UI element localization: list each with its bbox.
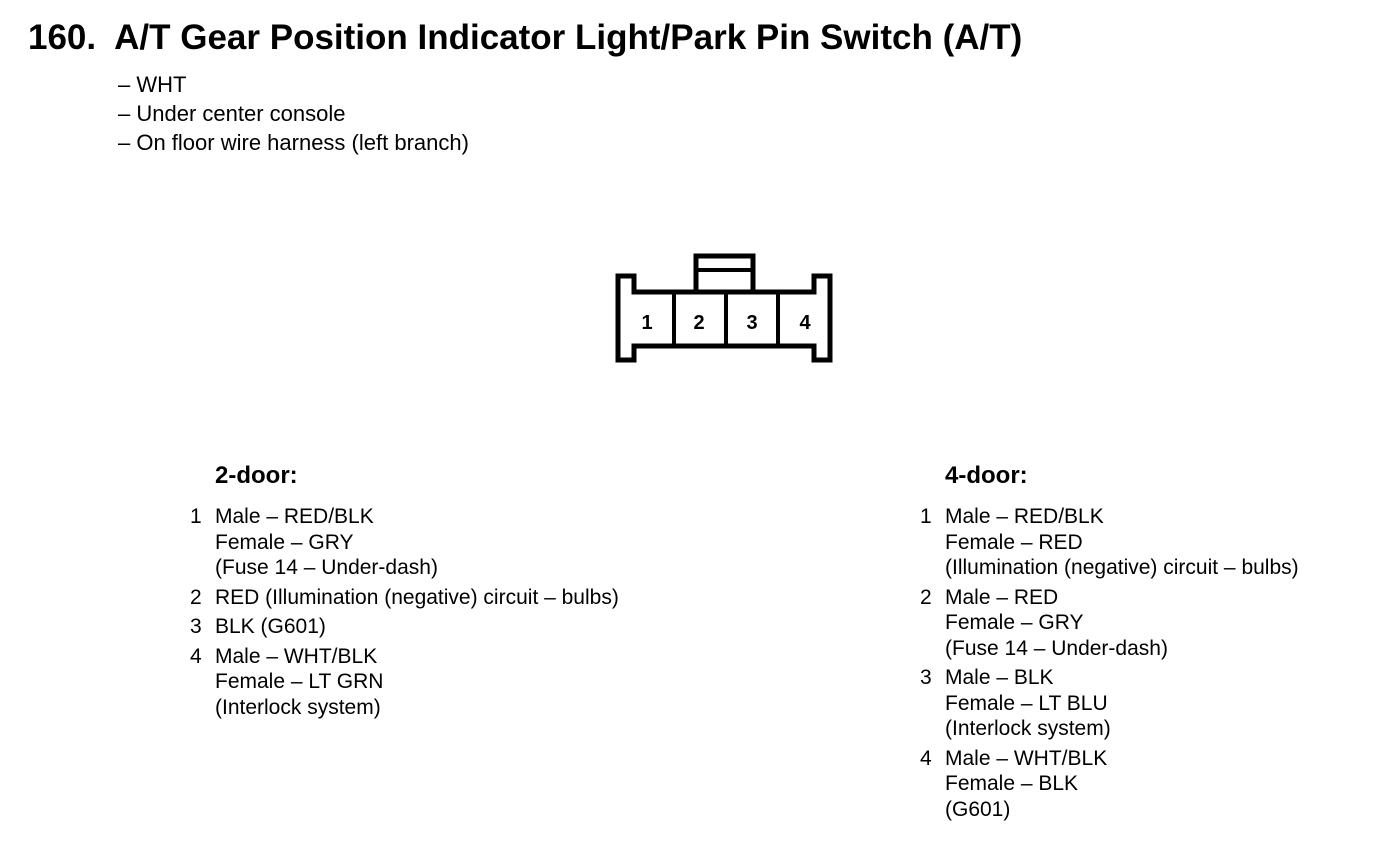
- pin-line: Male – RED: [945, 585, 1059, 609]
- pin-entry: 4 Male – WHT/BLK Female – LT GRN (Interl…: [190, 644, 619, 721]
- pin-number: 4: [920, 746, 932, 770]
- pin-number: 3: [920, 666, 932, 689]
- pin-line: (Fuse 14 – Under-dash): [215, 556, 438, 579]
- connector-diagram: 1 2 3 4: [615, 253, 833, 363]
- two-door-section: 2-door: 1 Male – RED/BLK Female – GRY (F…: [190, 460, 619, 724]
- pin-line: Male – RED/BLK: [945, 505, 1104, 528]
- pin-line: (Interlock system): [215, 695, 381, 719]
- pin-entry: 2 Male – RED Female – GRY (Fuse 14 – Und…: [920, 585, 1299, 662]
- two-door-title: 2-door:: [215, 462, 298, 489]
- connector-details: – WHT – Under center console – On floor …: [118, 70, 469, 157]
- pin-line: RED (Illumination (negative) circuit – b…: [215, 585, 619, 609]
- pin-number: 1: [190, 505, 202, 528]
- pin-number: 1: [920, 505, 932, 528]
- pin-entry: 2 RED (Illumination (negative) circuit –…: [190, 585, 619, 611]
- pin-line: (Interlock system): [945, 717, 1111, 740]
- pin-entry: 1 Male – RED/BLK Female – GRY (Fuse 14 –…: [190, 504, 619, 581]
- pin-label-2: 2: [693, 312, 704, 334]
- pin-line: Male – WHT/BLK: [215, 644, 378, 668]
- pin-number: 4: [190, 644, 202, 668]
- detail-color: – WHT: [118, 72, 187, 97]
- pin-line: Male – WHT/BLK: [945, 746, 1108, 770]
- pin-line: Female – GRY: [215, 530, 354, 554]
- four-door-section: 4-door: 1 Male – RED/BLK Female – RED (I…: [920, 460, 1299, 826]
- pin-line: Male – BLK: [945, 666, 1054, 689]
- pin-label-3: 3: [746, 312, 757, 334]
- pin-line: (G601): [945, 797, 1011, 821]
- detail-harness: – On floor wire harness (left branch): [118, 130, 469, 155]
- pin-number: 2: [920, 585, 932, 609]
- pin-number: 2: [190, 585, 202, 609]
- connector-title: A/T Gear Position Indicator Light/Park P…: [114, 18, 1023, 57]
- pin-entry: 3 BLK (G601): [190, 614, 619, 640]
- pin-label-4: 4: [799, 312, 811, 334]
- pin-line: Female – LT BLU: [945, 691, 1108, 715]
- pin-line: (Illumination (negative) circuit – bulbs…: [945, 556, 1299, 579]
- connector-lock-tab: [693, 253, 756, 295]
- pin-entry: 4 Male – WHT/BLK Female – BLK (G601): [920, 746, 1299, 823]
- pin-line: (Fuse 14 – Under-dash): [945, 636, 1168, 660]
- pin-entry: 1 Male – RED/BLK Female – RED (Illuminat…: [920, 504, 1299, 581]
- pin-number: 3: [190, 615, 202, 638]
- pin-line: Female – GRY: [945, 611, 1084, 634]
- pin-label-1: 1: [641, 312, 652, 334]
- detail-location: – Under center console: [118, 101, 346, 126]
- pin-line: Female – BLK: [945, 772, 1079, 795]
- connector-number: 160.: [28, 18, 97, 57]
- pin-line: BLK (G601): [215, 615, 326, 638]
- pin-line: Male – RED/BLK: [215, 505, 374, 528]
- pin-line: Female – RED: [945, 530, 1083, 554]
- four-door-title: 4-door:: [945, 462, 1028, 489]
- page-title: 160. A/T Gear Position Indicator Light/Pa…: [28, 18, 1022, 58]
- pin-entry: 3 Male – BLK Female – LT BLU (Interlock …: [920, 665, 1299, 742]
- pin-line: Female – LT GRN: [215, 670, 384, 693]
